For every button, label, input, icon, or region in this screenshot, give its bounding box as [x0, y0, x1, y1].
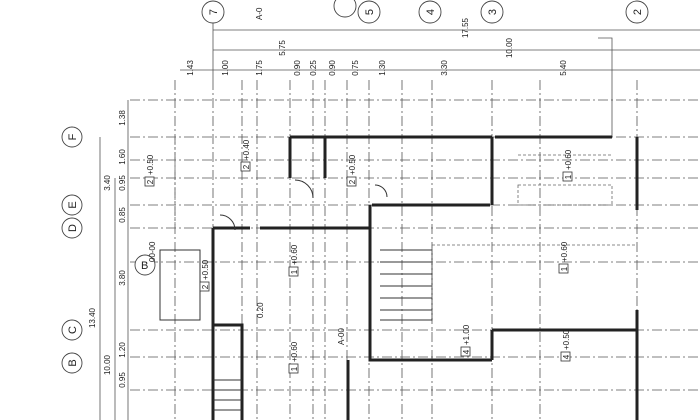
- level-tag-value: +0.50: [201, 259, 210, 280]
- top-overall-dimension: 17.55: [461, 17, 470, 38]
- column-axis-label: 2: [632, 9, 644, 15]
- top-dimension: 1.75: [255, 60, 264, 76]
- left-overall-dimension: 10.00: [103, 354, 112, 375]
- row-axis-label: F: [67, 133, 79, 140]
- level-tag-box: [288, 363, 299, 374]
- top-dimension: 0.75: [351, 60, 360, 76]
- level-tag-box: [558, 263, 569, 274]
- level-tag-box: [562, 171, 573, 182]
- level-tag-number: 1: [560, 266, 569, 271]
- column-axis-label: 3: [487, 9, 499, 15]
- left-dimension: 0.85: [118, 207, 127, 223]
- column-axis-bubble: [480, 0, 504, 24]
- level-tag-box: [240, 161, 251, 172]
- section-ref-a-top: A-0: [255, 7, 264, 20]
- level-tag-box: [560, 351, 571, 362]
- top-dimension: 1.30: [378, 60, 387, 76]
- top-dimension: 5.40: [559, 60, 568, 76]
- top-dimension: 0.90: [328, 60, 337, 76]
- row-axis-bubble: [61, 217, 83, 239]
- left-dimension: 3.80: [118, 270, 127, 286]
- row-axis-label: B: [67, 359, 79, 366]
- level-tag-number: 2: [201, 284, 210, 289]
- level-tag-value: +0.50: [348, 154, 357, 175]
- level-tags: 2 +0.50 2 +0.40 2 +0.50 1 +0.60 1 +0.60 2 +0.50 1 +0.…: [144, 139, 573, 374]
- section-marker: B 00-00: [134, 241, 157, 276]
- level-tag-value: +1.00: [462, 324, 471, 345]
- level-tag-number: 1: [564, 174, 573, 179]
- top-dimension: 1.00: [221, 60, 230, 76]
- level-tag-number: 4: [462, 349, 471, 354]
- dimension-labels: 1.43 1.00 1.75 0.90 0.25 0.90 0.75 1.30 3.30 5.40…: [88, 17, 568, 387]
- column-axis-bubble: [418, 0, 442, 24]
- level-tag-value: +0.40: [242, 139, 251, 160]
- level-tag-number: 1: [290, 366, 299, 371]
- level-tag-number: 4: [562, 354, 571, 359]
- left-dimension: 1.38: [118, 110, 127, 126]
- row-axis-bubble: [61, 126, 83, 148]
- walls: [159, 135, 639, 420]
- level-tag-value: +0.60: [564, 149, 573, 170]
- level-tag-box: [346, 176, 357, 187]
- column-axis-bubble: [333, 0, 357, 18]
- top-dimension: 0.90: [293, 60, 302, 76]
- section-letter: B: [141, 260, 148, 272]
- row-axis-label: C: [67, 326, 79, 334]
- row-axis-bubble: [61, 194, 83, 216]
- level-tag-value: +0.50: [146, 154, 155, 175]
- section-ref-a: A-00: [337, 328, 346, 345]
- level-tag-value: +0.60: [290, 341, 299, 362]
- level-tag-box: [144, 176, 155, 187]
- column-axis-label: 4: [425, 9, 437, 15]
- row-axis-bubble: [61, 319, 83, 341]
- spot-level: 0.20: [256, 302, 265, 318]
- level-tag-value: +0.60: [290, 244, 299, 265]
- column-axis-label: 7: [208, 9, 220, 15]
- top-overall-dimension: 10.00: [505, 37, 514, 58]
- level-tag-number: 2: [146, 179, 155, 184]
- left-dimension: 1.60: [118, 149, 127, 165]
- level-tag-box: [288, 266, 299, 277]
- level-tag-value: +0.60: [560, 241, 569, 262]
- row-axis-bubble: [61, 352, 83, 374]
- left-dimension: 0.95: [118, 372, 127, 388]
- section-ref: 00-00: [148, 241, 157, 262]
- level-tag-box: [460, 346, 471, 357]
- dimension-lines: [99, 20, 700, 420]
- level-tag-number: 2: [242, 164, 251, 169]
- left-overall-dimension: 3.40: [103, 175, 112, 191]
- top-overall-dimension: 5.75: [278, 40, 287, 56]
- row-axis-label: D: [67, 224, 79, 232]
- top-dimension: 0.25: [309, 60, 318, 76]
- column-axis-bubble: [201, 0, 225, 24]
- column-axis-label: 5: [364, 9, 376, 15]
- column-axis-bubble: [357, 0, 381, 24]
- left-dimension: 0.95: [118, 175, 127, 191]
- row-axis-label: E: [67, 201, 79, 208]
- top-dimension: 1.43: [186, 60, 195, 76]
- level-tag-box: [199, 281, 210, 292]
- level-tag-number: 2: [348, 179, 357, 184]
- left-overall-dimension: 13.40: [88, 307, 97, 328]
- level-tag-value: +0.50: [562, 329, 571, 350]
- level-tag-number: 1: [290, 269, 299, 274]
- top-dimension: 3.30: [440, 60, 449, 76]
- column-axis-bubble: [625, 0, 649, 24]
- left-dimension: 1.20: [118, 342, 127, 358]
